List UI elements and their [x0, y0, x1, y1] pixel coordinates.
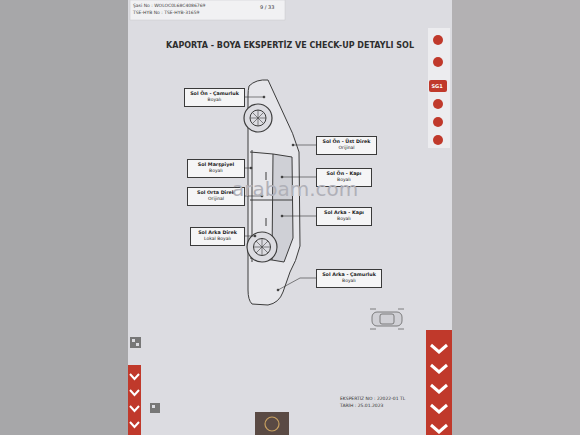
qr-dot: [152, 405, 155, 408]
badge: [429, 80, 447, 92]
chevron: [130, 422, 139, 427]
chevron: [130, 390, 139, 395]
wheel-spokes: [254, 239, 271, 256]
report-date: TARİH : 25.01.2023: [340, 403, 383, 408]
icon-circle: [433, 117, 443, 127]
icon-circle: [433, 99, 443, 109]
chassis-number: Şasi No : WOLOC0L68C4086769: [133, 3, 205, 8]
background-right: [452, 0, 580, 435]
report-title: KAPORTA - BOYA EKSPERTİZ VE CHECK-UP DET…: [128, 41, 452, 50]
leader-dot: [292, 144, 294, 146]
icon-circle: [433, 135, 443, 145]
chevron: [431, 405, 447, 412]
damage-callout-box: Sol Ön - Üst DirekOrijinal: [316, 136, 377, 155]
paint-status: Boyalı: [320, 216, 368, 222]
qr-block: [130, 337, 141, 348]
part-name: Sol Arka - Kapı: [320, 210, 368, 216]
leader-dot: [254, 235, 256, 237]
part-name: Sol Ön - Üst Direk: [320, 139, 373, 145]
qr-code: [130, 337, 160, 413]
paint-status: Lokal Boyalı: [194, 236, 241, 242]
red-strip: [128, 365, 141, 435]
chevron: [431, 385, 447, 392]
damage-callout-box: Sol Arka - ÇamurlukBoyalı: [316, 269, 382, 288]
leader-line: [245, 236, 255, 237]
rear-wheel: [247, 232, 277, 262]
chevron: [130, 406, 139, 411]
header-box: [130, 0, 285, 20]
badge-text: SG1: [432, 83, 443, 89]
icon-column: [428, 28, 450, 148]
qr-dot: [132, 339, 135, 342]
leader-line: [282, 216, 316, 217]
seal: [255, 412, 289, 435]
wheel-rim: [254, 239, 271, 256]
chevron: [431, 425, 447, 432]
part-name: Sol Arka - Çamurluk: [320, 272, 378, 278]
mini-car-wheels: [370, 309, 404, 329]
chevron: [130, 374, 139, 379]
leader-dot: [277, 289, 279, 291]
damage-callout-box: Sol Arka - KapıBoyalı: [316, 207, 372, 226]
leader-dot: [281, 215, 283, 217]
icon-circles: [429, 35, 447, 145]
wheel-rim: [250, 110, 266, 126]
mini-car-body: [372, 312, 402, 326]
part-name: Sol Arka Direk: [194, 230, 241, 236]
report-number: EKSPERTİZ NO : 22022-01 TL: [340, 396, 405, 401]
paint-status: Boyalı: [191, 168, 241, 174]
door-handle: [266, 218, 267, 226]
page-number: 9 / 33: [260, 4, 274, 10]
front-wheel: [244, 104, 272, 132]
paper-sheet: [128, 0, 452, 435]
leader-dot: [263, 96, 265, 98]
part-name: Sol Ön - Kapı: [320, 171, 368, 177]
part-name: Sol Marşpiyel: [191, 162, 241, 168]
chevrons: [130, 374, 139, 427]
chevron: [431, 345, 447, 352]
wheel-spokes: [250, 110, 266, 126]
icon-circle: [433, 57, 443, 67]
leader-line: [245, 168, 251, 169]
red-strip: [426, 330, 452, 435]
watermark: arabam.com: [232, 177, 358, 201]
leader-dot: [250, 167, 252, 169]
damage-callout-box: Sol MarşpiyelBoyalı: [187, 159, 245, 178]
qr-block: [150, 403, 160, 413]
leader-line: [293, 145, 316, 146]
part-name: Sol Ön - Çamurluk: [188, 91, 241, 97]
bottom-seal: [255, 412, 289, 435]
mini-car-roof: [380, 314, 394, 324]
damage-callout-box: Sol Ön - ÇamurlukBoyalı: [184, 88, 245, 107]
seal-ring: [265, 417, 279, 431]
paint-status: Boyalı: [320, 278, 378, 284]
leader-line: [278, 278, 316, 290]
damage-callout-box: Sol Arka DirekLokal Boyalı: [190, 227, 245, 246]
paint-status: Boyalı: [188, 97, 241, 103]
qr-dot: [136, 343, 139, 346]
paint-status: Orijinal: [320, 145, 373, 151]
tse-number: TSE-HYB No : TSE-HYB-31659: [133, 10, 199, 15]
door-line: [250, 152, 273, 154]
leader-line: [245, 97, 264, 98]
chevrons: [431, 345, 447, 432]
icon-circle: [433, 35, 443, 45]
chevron: [431, 365, 447, 372]
mini-car-icon: [370, 309, 404, 329]
